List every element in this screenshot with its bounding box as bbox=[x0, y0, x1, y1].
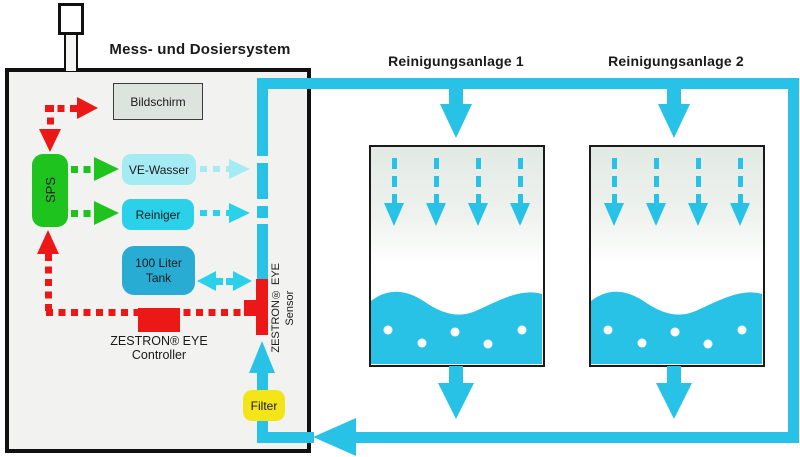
filter-to-sensor-pipe bbox=[257, 372, 268, 391]
unit2-water bbox=[591, 291, 762, 364]
spray-arrow-icon bbox=[646, 203, 666, 226]
unit1-water bbox=[371, 291, 542, 364]
spray-line-icon bbox=[517, 158, 523, 206]
ve-water-label: VE-Wasser bbox=[128, 162, 190, 177]
filter-label: Filter bbox=[250, 398, 278, 413]
spray-arrow-icon bbox=[604, 203, 624, 226]
ve-water-box: VE-Wasser bbox=[122, 154, 196, 185]
controller-box bbox=[138, 308, 180, 332]
spray-line-icon bbox=[475, 158, 481, 206]
spray-line-icon bbox=[695, 158, 701, 206]
controller-label-line1: ZESTRON® EYE bbox=[110, 334, 208, 348]
spray-line-icon bbox=[653, 158, 659, 206]
unit2-inlet-arrow-icon bbox=[658, 104, 690, 138]
sps-box: SPS bbox=[32, 154, 68, 227]
screen-box: Bildschirm bbox=[113, 83, 203, 120]
controller-label: ZESTRON® EYE Controller bbox=[104, 334, 214, 363]
unit2-outlet-body bbox=[667, 366, 681, 384]
sps-up-arrow-icon bbox=[37, 230, 59, 254]
return-pipe-bottom bbox=[355, 432, 799, 443]
dosing-pipe-segment bbox=[257, 78, 268, 156]
spray-line-icon bbox=[391, 158, 397, 206]
cleaner-label: Reiniger bbox=[135, 207, 181, 222]
vewater-feed-line bbox=[200, 166, 229, 172]
dosing-pipe-segment bbox=[257, 224, 268, 279]
tank-exchange-left-tail bbox=[216, 277, 223, 285]
sensor-bar bbox=[256, 279, 268, 335]
sensor-label-line2: Sensor bbox=[284, 290, 296, 326]
unit1-outlet-body bbox=[449, 366, 463, 384]
unit2-outlet-arrow-icon bbox=[656, 383, 692, 419]
antenna-box bbox=[58, 3, 84, 35]
unit1-inlet-arrow-icon bbox=[440, 104, 472, 138]
unit1-inlet-body bbox=[449, 89, 463, 105]
dosing-pipe-segment bbox=[257, 206, 268, 218]
return-pipe-inside bbox=[258, 432, 314, 443]
spray-arrow-icon bbox=[426, 203, 446, 226]
supply-pipe-top bbox=[257, 78, 799, 89]
dosing-pipe-segment bbox=[257, 163, 268, 199]
return-flow-arrow-icon bbox=[313, 418, 356, 456]
sps-to-vewater-line bbox=[71, 166, 94, 173]
sensor-label: ZESTRON® EYE Sensor bbox=[269, 256, 299, 360]
cleaning-unit-2-title: Reinigungsanlage 2 bbox=[608, 53, 744, 69]
controller-label-line2: Controller bbox=[131, 347, 187, 362]
cleaner-feed-arrow-icon bbox=[229, 203, 250, 223]
sps-label: SPS bbox=[42, 177, 58, 204]
filter-riser-pipe bbox=[257, 421, 268, 443]
spray-line-icon bbox=[737, 158, 743, 206]
spray-arrow-icon bbox=[468, 203, 488, 226]
sps-down-arrow-icon bbox=[39, 129, 61, 152]
page-title: Mess- und Dosiersystem bbox=[109, 41, 291, 58]
storage-tank-label-line2: Tank bbox=[145, 270, 172, 285]
spray-arrow-icon bbox=[384, 203, 404, 226]
spray-arrow-icon bbox=[688, 203, 708, 226]
spray-arrow-icon bbox=[730, 203, 750, 226]
supply-pipe-right bbox=[788, 78, 799, 443]
vewater-arrow-icon bbox=[94, 157, 119, 181]
storage-tank-label-line1: 100 Liter bbox=[135, 256, 182, 271]
sensor-flow-arrow-icon bbox=[249, 341, 275, 373]
cleaner-box: Reiniger bbox=[122, 199, 194, 230]
filter-box: Filter bbox=[243, 390, 285, 421]
antenna-stem bbox=[64, 33, 78, 71]
spray-line-icon bbox=[433, 158, 439, 206]
controller-to-sps-line bbox=[45, 254, 52, 311]
tank-exchange-right-tail bbox=[226, 277, 233, 285]
sensor-tab bbox=[244, 300, 256, 316]
screen-arrow-icon bbox=[77, 97, 98, 119]
tank-exchange-right-arrow-icon bbox=[233, 271, 252, 291]
storage-tank-box: 100 Liter Tank bbox=[122, 246, 195, 295]
cleaner-arrow-icon bbox=[94, 201, 119, 225]
unit1-tank bbox=[369, 145, 545, 367]
screen-branch-line bbox=[47, 105, 54, 130]
cleaning-unit-1-title: Reinigungsanlage 1 bbox=[388, 53, 524, 69]
cleaner-feed-line bbox=[200, 210, 229, 216]
unit2-inlet-body bbox=[667, 89, 681, 105]
spray-arrow-icon bbox=[510, 203, 530, 226]
unit2-tank bbox=[589, 145, 765, 367]
sensor-label-line1: ZESTRON® EYE bbox=[270, 263, 283, 353]
sps-to-cleaner-line bbox=[71, 210, 94, 217]
tank-exchange-left-arrow-icon bbox=[197, 271, 216, 291]
unit1-outlet-arrow-icon bbox=[438, 383, 474, 419]
screen-label: Bildschirm bbox=[130, 94, 186, 109]
sps-to-screen-line bbox=[45, 105, 77, 112]
vewater-feed-arrow-icon bbox=[229, 159, 250, 179]
spray-line-icon bbox=[611, 158, 617, 206]
